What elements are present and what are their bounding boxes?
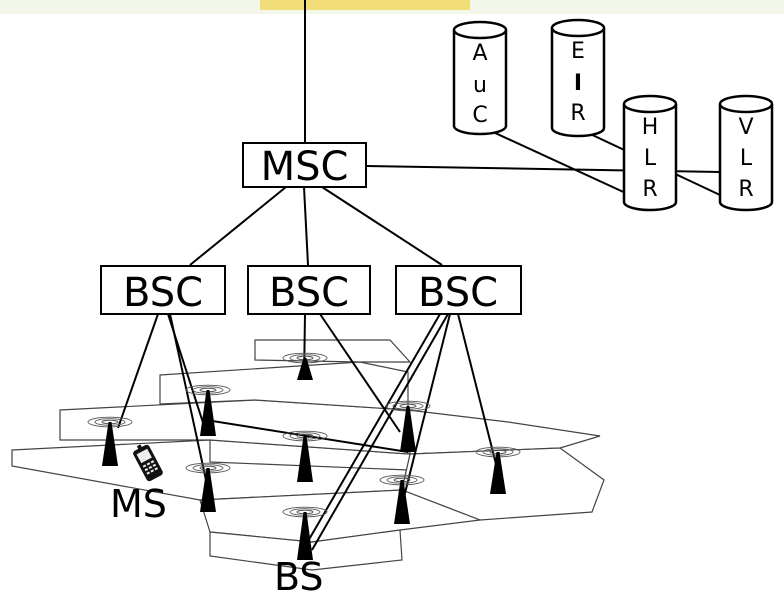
antenna-tower-icon (282, 430, 328, 482)
antenna-tower-icon (282, 352, 328, 380)
tower-mast (200, 390, 216, 436)
tower-mast (297, 358, 313, 380)
db-letter: R (738, 177, 753, 202)
tower-mast (297, 512, 313, 560)
bsc-box (395, 265, 522, 315)
antenna-tower-icon (475, 446, 521, 494)
link-bs-mesh (205, 419, 409, 453)
db-body (622, 104, 678, 212)
db-letter: C (472, 103, 487, 128)
bsc-label: BSC (269, 270, 349, 316)
antenna-tower-icon (282, 506, 328, 560)
top-band-accent (260, 0, 470, 10)
bsc-label: BSC (418, 270, 498, 316)
bsc-node: BSC (395, 265, 522, 316)
link-bsc3-bs (457, 313, 499, 473)
bsc-box (100, 265, 226, 315)
cell (254, 339, 412, 363)
antenna-tower-icon (185, 384, 231, 436)
links (117, 0, 721, 556)
db-body (550, 28, 606, 138)
ms-label: MS (110, 482, 167, 526)
db-letter: V (738, 115, 753, 140)
antenna-tower-icon (379, 474, 425, 524)
db-body (718, 104, 774, 212)
link-bsc1-bs (169, 313, 207, 481)
db-top (550, 18, 606, 38)
db-letter: R (642, 177, 657, 202)
bs-label: BS (274, 555, 324, 592)
bsc-node: BSC (247, 265, 371, 316)
antenna-tower-icon (185, 462, 231, 512)
tower-mast (297, 436, 313, 482)
tower-mast (102, 422, 118, 466)
tower-mast (200, 468, 216, 512)
db-letter: u (473, 73, 487, 98)
bsc-label: BSC (123, 270, 203, 316)
base-stations (87, 352, 521, 560)
bsc-box (247, 265, 371, 315)
link-auc-hlr (479, 125, 631, 196)
db-top (622, 94, 678, 114)
msc-label: MSC (261, 144, 349, 190)
mobile-phone-icon (133, 444, 163, 482)
hlr-database: H L R (622, 94, 678, 212)
db-letter: A (472, 41, 487, 66)
antenna-tower-icon (385, 400, 431, 452)
bsc-node: BSC (100, 265, 226, 316)
db-letter: R (570, 101, 585, 126)
link-msc-bsc2 (303, 186, 309, 266)
antenna-tower-icon (87, 416, 133, 466)
db-letter: E (571, 39, 585, 64)
msc-node: MSC (242, 142, 367, 190)
tower-mast (490, 452, 506, 494)
eir-database: E I R (550, 18, 606, 138)
db-letter: L (740, 146, 753, 171)
tower-mast (400, 406, 416, 452)
vlr-database: V L R (718, 94, 774, 212)
tower-mast (394, 480, 410, 524)
link-bsc2-bs (319, 313, 401, 433)
link-msc-bsc3 (321, 186, 443, 266)
auc-database: A u C (452, 20, 508, 136)
db-body (452, 30, 508, 136)
link-msc-bsc1 (189, 186, 287, 266)
msc-box (242, 142, 367, 188)
db-letter: I (574, 71, 582, 96)
db-top (452, 20, 508, 40)
db-top (718, 94, 774, 114)
link-bsc3-bs (311, 313, 449, 551)
link-bsc3-bs (401, 313, 451, 506)
db-letter: H (642, 115, 659, 140)
db-letter: L (644, 146, 657, 171)
link-bsc1-bs (117, 313, 159, 429)
